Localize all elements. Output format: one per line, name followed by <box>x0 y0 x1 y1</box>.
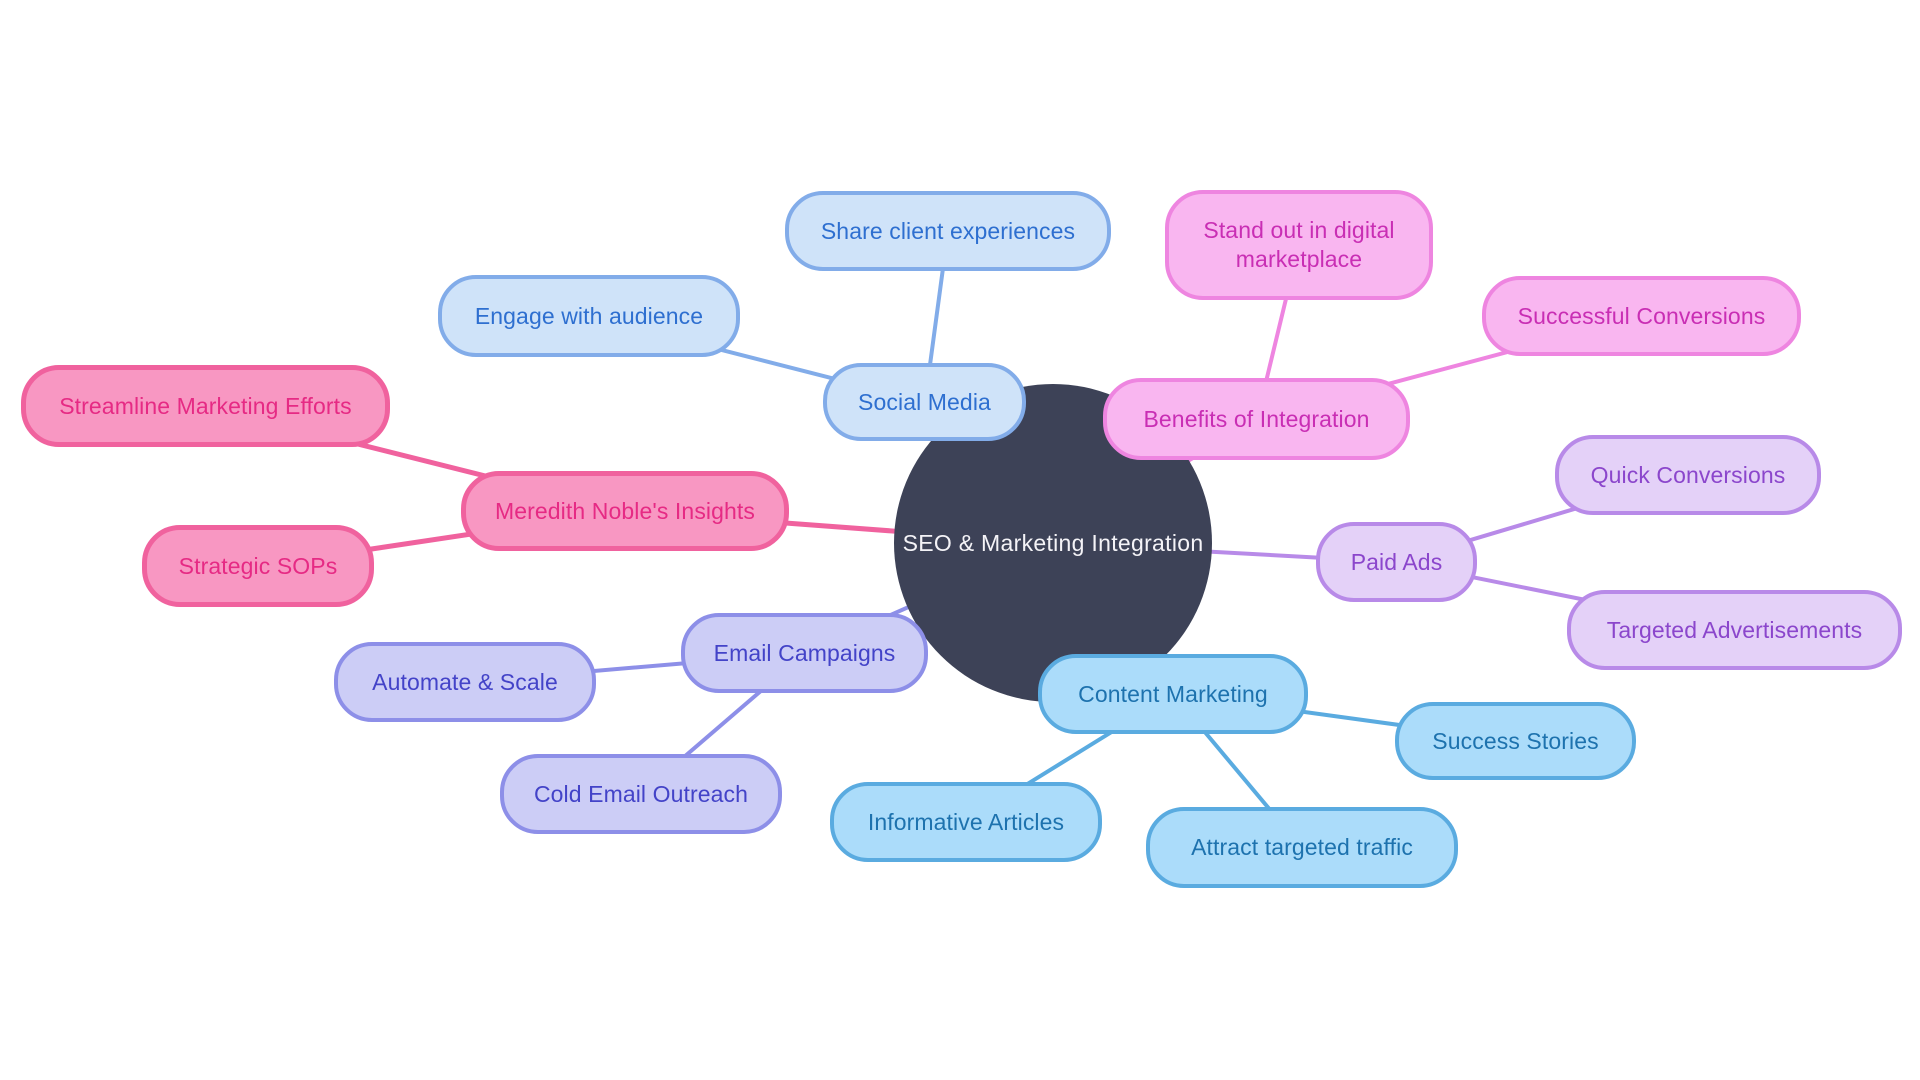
central-topic-label: SEO & Marketing Integration <box>902 529 1204 556</box>
node-targeted-advertisements[interactable]: Targeted Advertisements <box>1567 590 1902 670</box>
node-streamline-marketing-efforts[interactable]: Streamline Marketing Efforts <box>21 365 390 447</box>
node-quick-conversions[interactable]: Quick Conversions <box>1555 435 1821 515</box>
node-stand-out-in-digital-marketplace[interactable]: Stand out in digital marketplace <box>1165 190 1433 300</box>
node-informative-articles[interactable]: Informative Articles <box>830 782 1102 862</box>
node-email-campaigns[interactable]: Email Campaigns <box>681 613 928 693</box>
node-benefits-of-integration[interactable]: Benefits of Integration <box>1103 378 1410 460</box>
node-content-marketing[interactable]: Content Marketing <box>1038 654 1308 734</box>
node-paid-ads[interactable]: Paid Ads <box>1316 522 1477 602</box>
node-share-client-experiences[interactable]: Share client experiences <box>785 191 1111 271</box>
node-engage-with-audience[interactable]: Engage with audience <box>438 275 740 357</box>
node-successful-conversions[interactable]: Successful Conversions <box>1482 276 1801 356</box>
node-strategic-sops[interactable]: Strategic SOPs <box>142 525 374 607</box>
node-automate-and-scale[interactable]: Automate & Scale <box>334 642 596 722</box>
node-meredith-nobles-insights[interactable]: Meredith Noble's Insights <box>461 471 789 551</box>
node-cold-email-outreach[interactable]: Cold Email Outreach <box>500 754 782 834</box>
node-attract-targeted-traffic[interactable]: Attract targeted traffic <box>1146 807 1458 888</box>
node-success-stories[interactable]: Success Stories <box>1395 702 1636 780</box>
node-social-media[interactable]: Social Media <box>823 363 1026 441</box>
